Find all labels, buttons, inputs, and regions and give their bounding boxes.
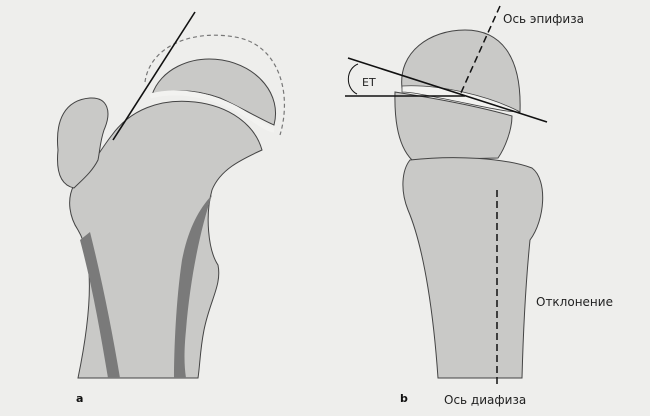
femoral-head (151, 58, 276, 126)
physis-line (347, 57, 548, 123)
deviation-label: Отклонение (536, 295, 613, 309)
panel-a-femur (56, 11, 286, 379)
growth-plate (149, 90, 275, 133)
angle-arc (347, 63, 359, 95)
metaphysis (394, 91, 513, 161)
right-cortex (174, 195, 212, 378)
shaft (402, 157, 544, 379)
panel-a-letter: a (76, 392, 83, 405)
femur-shaft (69, 100, 263, 379)
epiphysis-axis-line (459, 5, 501, 96)
epiphysis-axis-label: Ось эпифиза (503, 12, 584, 26)
reference-circle-dashed (144, 34, 286, 136)
angle-label: ET (362, 76, 376, 89)
greater-trochanter (56, 97, 109, 189)
growth-plate-wedge (401, 85, 521, 113)
diaphysis-axis-label: Ось диафиза (444, 393, 526, 407)
left-cortex (80, 232, 120, 378)
panel-b-letter: b (400, 392, 408, 405)
tangent-line (112, 11, 196, 141)
panel-b-bone (345, 5, 548, 384)
